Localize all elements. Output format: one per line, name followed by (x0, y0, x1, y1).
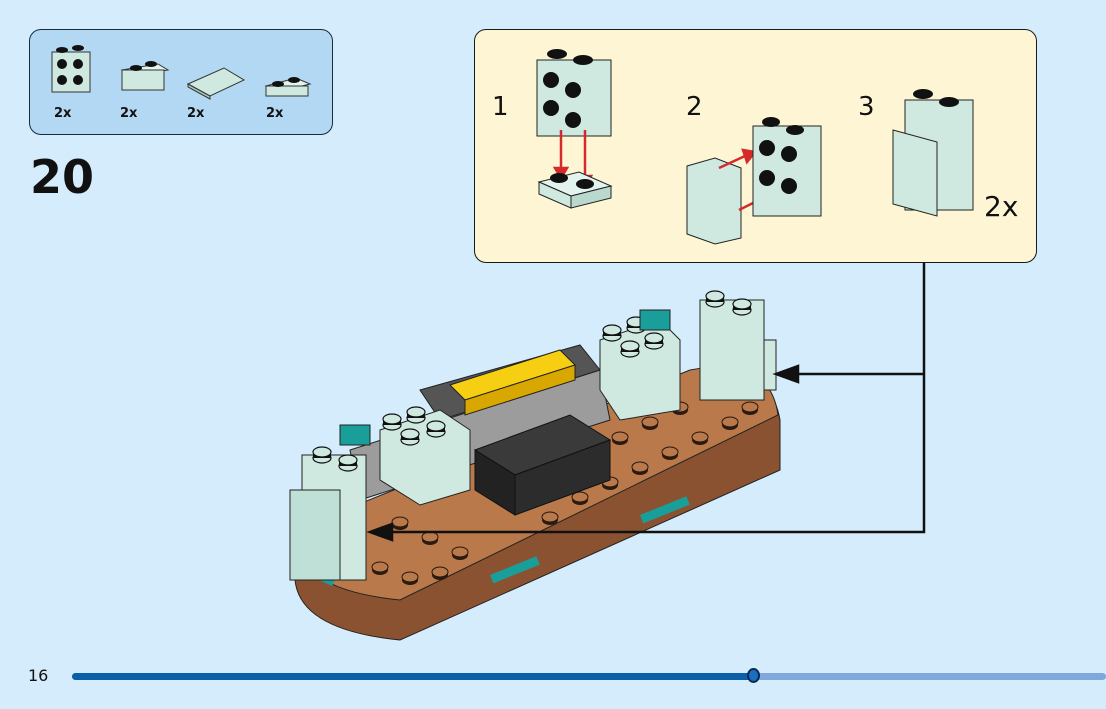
part-quantity: 2x (266, 106, 284, 121)
tile-icon (686, 157, 742, 245)
part-quantity: 2x (54, 106, 72, 121)
brick-side-studs-icon (51, 45, 91, 93)
sub-assembly-multiplier: 2x (984, 190, 1019, 223)
black-brick (473, 414, 612, 516)
part-plate-1x2: 2x (264, 30, 334, 136)
brick-1x2-icon (120, 61, 170, 91)
sub-step-2: 2 (686, 92, 703, 122)
new-aqua-assembly-left (289, 446, 367, 581)
yellow-tiles (449, 349, 576, 416)
progress-marker-icon (747, 668, 761, 683)
sub-assembly-illustration (536, 49, 974, 245)
side-stud-brick-icon (752, 117, 822, 217)
part-quantity: 2x (187, 106, 205, 121)
part-brick-with-side-studs: 2x (48, 30, 118, 136)
progress-bar (72, 668, 1106, 683)
part-quantity: 2x (120, 106, 138, 121)
sub-step-1: 1 (492, 92, 509, 122)
plate-1x2-icon (264, 77, 312, 97)
side-stud-brick-icon (536, 49, 612, 137)
parts-list-panel: 2x 2x 2x 2x (29, 29, 333, 135)
page-number: 16 (28, 666, 49, 685)
step-number: 20 (30, 150, 95, 204)
part-brick-1x2: 2x (118, 30, 188, 136)
plate-icon (537, 171, 613, 209)
aqua-bricks (339, 309, 681, 506)
sub-step-3: 3 (858, 92, 875, 122)
part-tile-2x2: 2x (186, 30, 256, 136)
callout-leader-line (366, 263, 926, 542)
tile-2x2-icon (186, 67, 246, 100)
progress-fill (72, 673, 755, 680)
completed-assembly-icon (892, 89, 974, 217)
sub-assembly-callout: 1 2 3 2x (474, 29, 1037, 263)
new-aqua-assembly-right (699, 290, 777, 401)
